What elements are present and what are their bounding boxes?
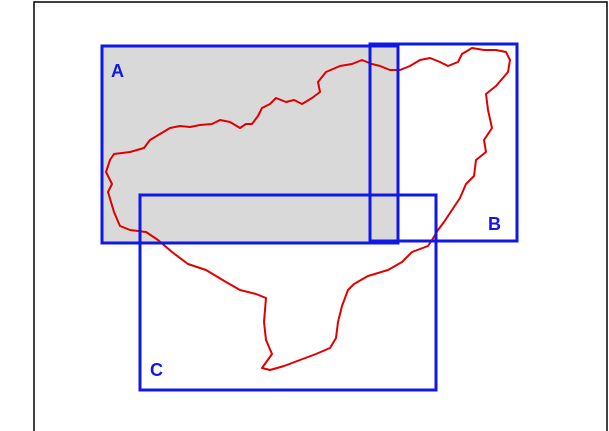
box-b-label: B: [488, 214, 501, 234]
box-a-shaded-area: [102, 46, 398, 243]
box-c-label: C: [150, 360, 163, 380]
box-c-rectangle: [138, 193, 438, 392]
box-a-label: A: [111, 61, 124, 81]
region-boundary-outline: [105, 47, 511, 371]
box-b-rectangle: [368, 42, 519, 243]
box-a-rectangle: [100, 44, 400, 245]
